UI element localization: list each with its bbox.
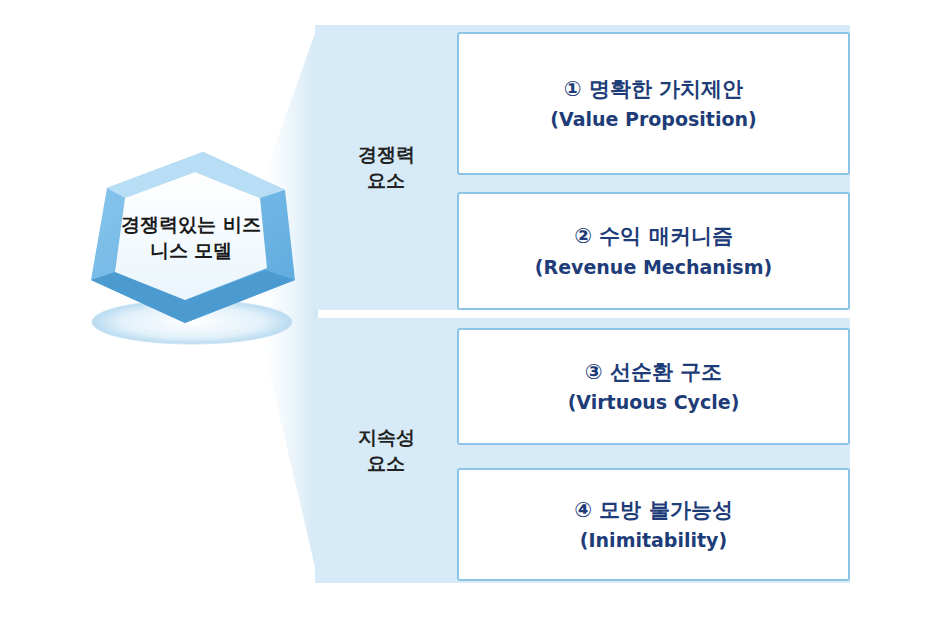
- fan-connector: [250, 25, 318, 580]
- element-subtitle: (Revenue Mechanism): [535, 253, 772, 282]
- hexagon-label: 경쟁력있는 비즈니스 모델: [121, 212, 261, 263]
- band-panel: 지속성 요소③ 선순환 구조(Virtuous Cycle)④ 모방 불가능성(…: [315, 318, 850, 583]
- element-title: ① 명확한 가치제안: [564, 74, 743, 106]
- hexagon-text-wrap: 경쟁력있는 비즈니스 모델: [85, 150, 297, 325]
- element-box: ③ 선순환 구조(Virtuous Cycle): [457, 328, 850, 445]
- element-box: ① 명확한 가치제안(Value Proposition): [457, 32, 850, 175]
- hexagon-node: 경쟁력있는 비즈니스 모델: [85, 150, 297, 325]
- band-label: 지속성 요소: [351, 425, 421, 476]
- band-label: 경쟁력 요소: [351, 142, 421, 193]
- band-label-area: 경쟁력 요소: [315, 25, 457, 310]
- band-label-area: 지속성 요소: [315, 318, 457, 583]
- element-title: ④ 모방 불가능성: [574, 495, 732, 527]
- element-subtitle: (Virtuous Cycle): [568, 388, 740, 417]
- element-subtitle: (Inimitability): [580, 526, 727, 555]
- element-subtitle: (Value Proposition): [550, 105, 756, 134]
- hexagon-shape: [85, 150, 297, 325]
- element-title: ③ 선순환 구조: [585, 357, 722, 389]
- element-box: ④ 모방 불가능성(Inimitability): [457, 468, 850, 581]
- element-title: ② 수익 매커니즘: [574, 221, 732, 253]
- element-box: ② 수익 매커니즘(Revenue Mechanism): [457, 192, 850, 310]
- band-panel: 경쟁력 요소 ① 명확한 가치제안(Value Proposition) ② 수익 …: [315, 25, 850, 310]
